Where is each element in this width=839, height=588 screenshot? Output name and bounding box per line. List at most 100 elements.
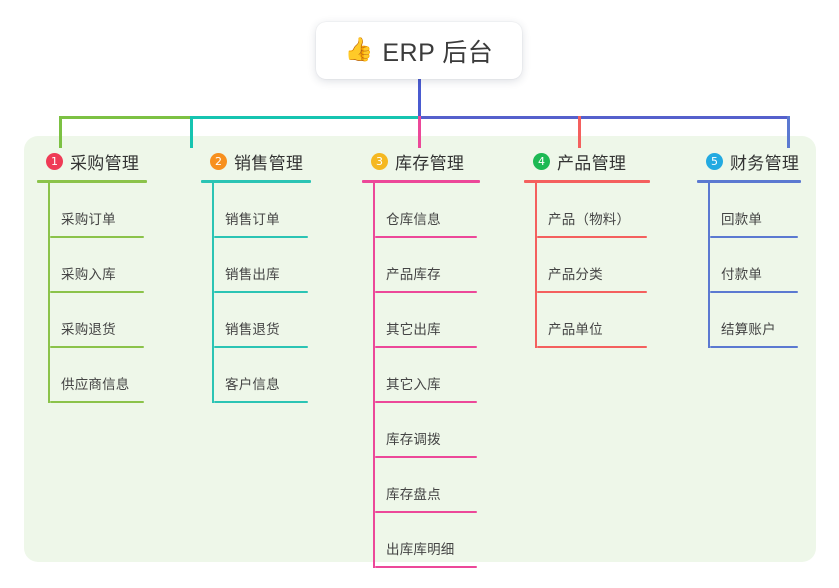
column-items: 销售订单销售出库销售退货客户信息 [201, 183, 361, 403]
menu-item[interactable]: 销售出库 [214, 238, 361, 293]
menu-item-rule [375, 346, 477, 348]
column-title: 采购管理 [70, 153, 140, 173]
menu-item[interactable]: 采购入库 [50, 238, 197, 293]
menu-item[interactable]: 供应商信息 [50, 348, 197, 403]
column-number-badge: 3 [371, 152, 388, 170]
menu-item-label: 其它出库 [386, 321, 441, 337]
root-node-title: ERP 后台 [382, 38, 494, 67]
column-header-5[interactable]: 5 财务管理 [697, 148, 817, 174]
menu-item-rule [375, 566, 477, 568]
menu-item-label: 采购订单 [61, 211, 116, 227]
column-title: 产品管理 [557, 153, 627, 173]
column-header-rule [362, 180, 480, 183]
menu-item-rule [214, 291, 308, 293]
column-title: 库存管理 [395, 153, 465, 173]
menu-item[interactable]: 销售订单 [214, 183, 361, 238]
thumbs-up-icon: 👍 [344, 36, 374, 62]
menu-item-rule [375, 236, 477, 238]
menu-item-label: 回款单 [721, 211, 763, 227]
menu-item[interactable]: 回款单 [710, 183, 817, 238]
menu-item-label: 出库库明细 [386, 541, 455, 557]
column-header-rule [697, 180, 801, 183]
menu-item-rule [50, 346, 144, 348]
column-stem-line [708, 183, 710, 348]
menu-item-rule [50, 236, 144, 238]
menu-item[interactable]: 销售退货 [214, 293, 361, 348]
menu-item[interactable]: 仓库信息 [375, 183, 522, 238]
menu-item[interactable]: 其它出库 [375, 293, 522, 348]
menu-item-rule [214, 401, 308, 403]
menu-item[interactable]: 库存调拨 [375, 403, 522, 458]
menu-item[interactable]: 产品（物料） [537, 183, 684, 238]
menu-item-rule [50, 291, 144, 293]
menu-item[interactable]: 产品库存 [375, 238, 522, 293]
menu-item-rule [710, 236, 798, 238]
menu-item-label: 销售出库 [225, 266, 280, 282]
menu-item[interactable]: 采购订单 [50, 183, 197, 238]
menu-item-rule [710, 346, 798, 348]
menu-item-label: 其它入库 [386, 376, 441, 392]
column-stem-line [535, 183, 537, 348]
column-items: 采购订单采购入库采购退货供应商信息 [37, 183, 197, 403]
column-items: 仓库信息产品库存其它出库其它入库库存调拨库存盘点出库库明细 [362, 183, 522, 568]
menu-item-label: 采购退货 [61, 321, 116, 337]
column-number-badge: 1 [46, 152, 63, 170]
column-stem-line [212, 183, 214, 403]
column-number-badge: 5 [706, 152, 723, 170]
menu-item-label: 库存盘点 [386, 486, 441, 502]
column-5: 5 财务管理回款单付款单结算账户 [697, 148, 817, 348]
column-header-2[interactable]: 2 销售管理 [201, 148, 361, 174]
menu-item-label: 销售退货 [225, 321, 280, 337]
menu-item-rule [375, 456, 477, 458]
menu-item-label: 客户信息 [225, 376, 280, 392]
menu-item-rule [537, 291, 647, 293]
column-number-badge: 2 [210, 152, 227, 170]
menu-item[interactable]: 产品单位 [537, 293, 684, 348]
menu-item[interactable]: 客户信息 [214, 348, 361, 403]
menu-item[interactable]: 其它入库 [375, 348, 522, 403]
menu-item-label: 销售订单 [225, 211, 280, 227]
menu-item[interactable]: 库存盘点 [375, 458, 522, 513]
menu-item-label: 供应商信息 [61, 376, 130, 392]
column-1: 1 采购管理采购订单采购入库采购退货供应商信息 [37, 148, 197, 403]
column-header-rule [524, 180, 650, 183]
menu-item-label: 仓库信息 [386, 211, 441, 227]
column-stem-line [373, 183, 375, 568]
column-2: 2 销售管理销售订单销售出库销售退货客户信息 [201, 148, 361, 403]
menu-item-label: 采购入库 [61, 266, 116, 282]
menu-item-rule [375, 291, 477, 293]
menu-item-rule [710, 291, 798, 293]
column-header-3[interactable]: 3 库存管理 [362, 148, 522, 174]
menu-item-label: 库存调拨 [386, 431, 441, 447]
menu-item[interactable]: 采购退货 [50, 293, 197, 348]
menu-item-label: 结算账户 [721, 321, 776, 337]
menu-item-rule [537, 236, 647, 238]
menu-item[interactable]: 产品分类 [537, 238, 684, 293]
menu-item[interactable]: 付款单 [710, 238, 817, 293]
menu-item-rule [375, 401, 477, 403]
column-title: 销售管理 [234, 153, 304, 173]
diagram-background-panel [24, 136, 816, 562]
menu-item-rule [537, 346, 647, 348]
column-header-rule [201, 180, 311, 183]
menu-item-rule [50, 401, 144, 403]
menu-item-rule [214, 236, 308, 238]
menu-item[interactable]: 结算账户 [710, 293, 817, 348]
menu-item-label: 产品（物料） [548, 211, 631, 227]
column-header-1[interactable]: 1 采购管理 [37, 148, 197, 174]
menu-item-rule [375, 511, 477, 513]
column-header-rule [37, 180, 147, 183]
column-items: 产品（物料） 产品分类产品单位 [524, 183, 684, 348]
column-items: 回款单付款单结算账户 [697, 183, 817, 348]
menu-item-label: 产品库存 [386, 266, 441, 282]
root-node-erp-backend[interactable]: 👍 ERP 后台 [316, 22, 522, 79]
menu-item-label: 产品分类 [548, 266, 603, 282]
column-3: 3 库存管理仓库信息产品库存其它出库其它入库库存调拨库存盘点出库库明细 [362, 148, 522, 568]
menu-item[interactable]: 出库库明细 [375, 513, 522, 568]
column-stem-line [48, 183, 50, 403]
column-title: 财务管理 [730, 153, 800, 173]
menu-item-rule [214, 346, 308, 348]
menu-item-label: 产品单位 [548, 321, 603, 337]
